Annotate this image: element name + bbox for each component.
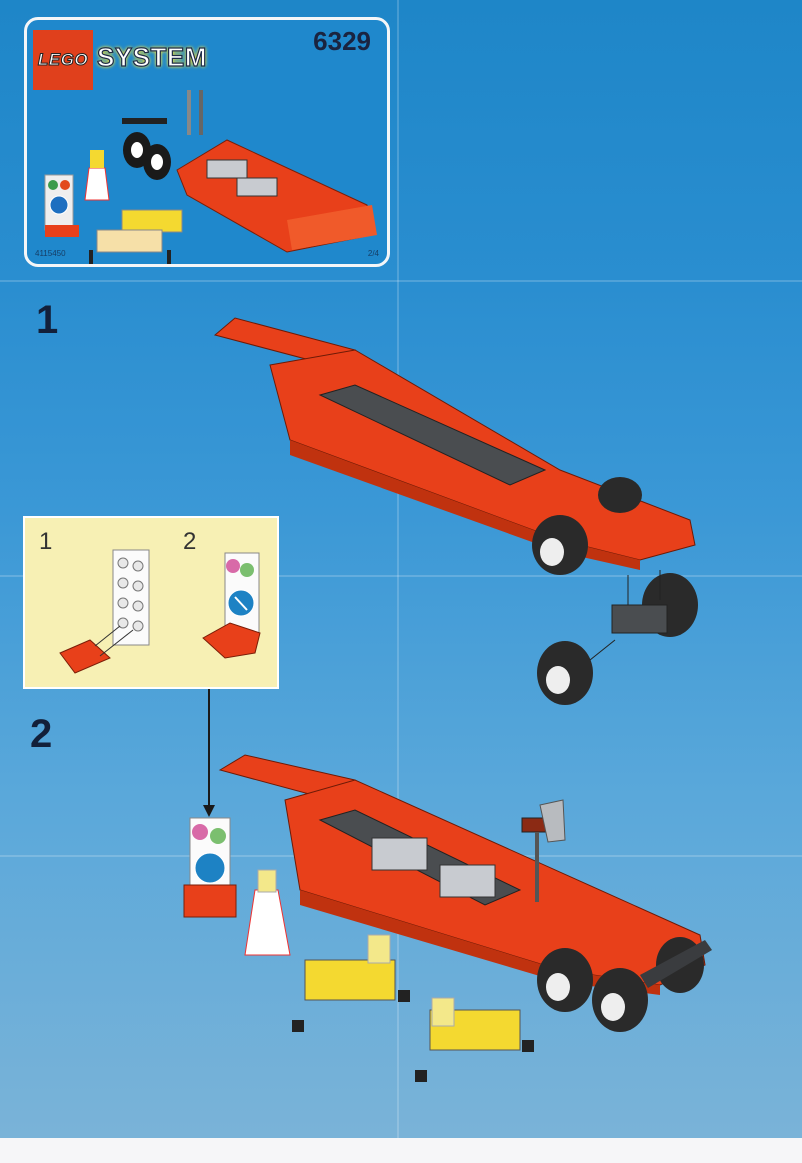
lego-logo: LEGO [33, 30, 93, 90]
inset-pointer-line [208, 689, 210, 807]
instruction-sheet: LEGO SYSTEM 6329 4115450 [0, 0, 802, 1138]
cover-model-illustration [44, 90, 377, 264]
sub-step-number-2: 2 [183, 528, 197, 555]
page-indicator: 2/4 [367, 249, 379, 258]
cover-panel: LEGO SYSTEM 6329 4115450 [24, 17, 390, 267]
step-1-illustration [213, 317, 698, 705]
theme-title: SYSTEM [96, 41, 207, 72]
step-2-illustration [183, 754, 712, 1082]
set-number: 6329 [313, 26, 371, 56]
inset-illustration [59, 549, 261, 674]
fold-line-horizontal [0, 280, 802, 282]
brand-text: LEGO [37, 50, 89, 70]
step-number-1: 1 [36, 298, 59, 342]
sub-assembly-inset: 1 2 [23, 516, 279, 689]
fold-line-vertical [397, 0, 399, 1138]
step-number-2: 2 [30, 712, 53, 756]
sub-step-number-1: 1 [39, 528, 53, 555]
part-number: 4115450 [35, 249, 66, 258]
inset-pointer-arrowhead [203, 805, 215, 817]
fold-line-horizontal [0, 575, 802, 577]
